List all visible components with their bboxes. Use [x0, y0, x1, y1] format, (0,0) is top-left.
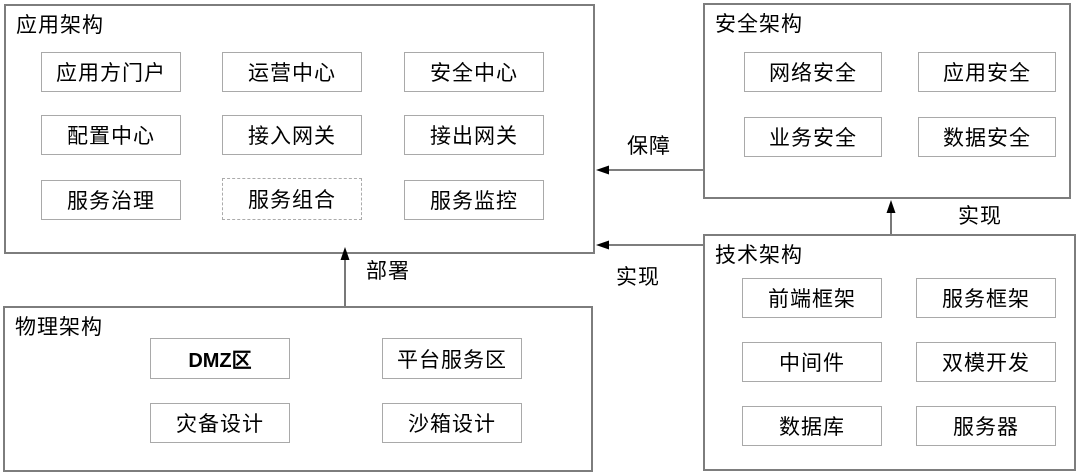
group-physical-architecture: 物理架构 DMZ区 平台服务区 灾备设计 沙箱设计: [3, 306, 593, 472]
group-title-application-architecture: 应用架构: [16, 13, 104, 37]
node-frontend-framework: 前端框架: [742, 278, 882, 318]
group-title-security-architecture: 安全架构: [715, 12, 803, 36]
node-business-security: 业务安全: [744, 117, 882, 157]
group-title-physical-architecture: 物理架构: [15, 315, 103, 339]
node-config-center: 配置中心: [41, 115, 181, 155]
node-network-security: 网络安全: [744, 52, 882, 92]
node-middleware: 中间件: [742, 342, 882, 382]
group-application-architecture: 应用架构 应用方门户 运营中心 安全中心 配置中心 接入网关 接出网关 服务治理…: [4, 4, 595, 254]
node-service-framework: 服务框架: [916, 278, 1056, 318]
node-database: 数据库: [742, 406, 882, 446]
arrow-guarantee-head: [596, 165, 609, 175]
node-platform-service-zone: 平台服务区: [382, 338, 522, 379]
node-disaster-recovery-design: 灾备设计: [150, 403, 290, 443]
node-service-composition: 服务组合: [222, 178, 362, 220]
node-dual-mode-development: 双模开发: [916, 342, 1056, 382]
group-title-technical-architecture: 技术架构: [715, 243, 803, 267]
group-security-architecture: 安全架构 网络安全 应用安全 业务安全 数据安全: [703, 3, 1071, 199]
node-security-center: 安全中心: [404, 52, 544, 92]
node-dmz-zone: DMZ区: [150, 338, 290, 379]
arrow-label-deploy: 部署: [366, 259, 410, 283]
arrow-implement-v-head: [886, 200, 896, 213]
node-server: 服务器: [916, 406, 1056, 446]
node-application-security: 应用安全: [918, 52, 1056, 92]
node-service-governance: 服务治理: [41, 180, 181, 220]
arrow-label-implement-horizontal: 实现: [616, 265, 660, 289]
group-technical-architecture: 技术架构 前端框架 服务框架 中间件 双模开发 数据库 服务器: [703, 234, 1076, 471]
node-outbound-gateway: 接出网关: [404, 115, 544, 155]
node-data-security: 数据安全: [918, 117, 1056, 157]
arrow-label-guarantee: 保障: [627, 134, 671, 158]
node-service-monitoring: 服务监控: [404, 180, 544, 220]
arrow-label-implement-vertical: 实现: [958, 204, 1002, 228]
node-operations-center: 运营中心: [222, 52, 362, 92]
node-sandbox-design: 沙箱设计: [382, 403, 522, 443]
node-app-portal: 应用方门户: [41, 52, 181, 92]
arrow-implement-h-head: [596, 240, 609, 250]
node-inbound-gateway: 接入网关: [222, 115, 362, 155]
